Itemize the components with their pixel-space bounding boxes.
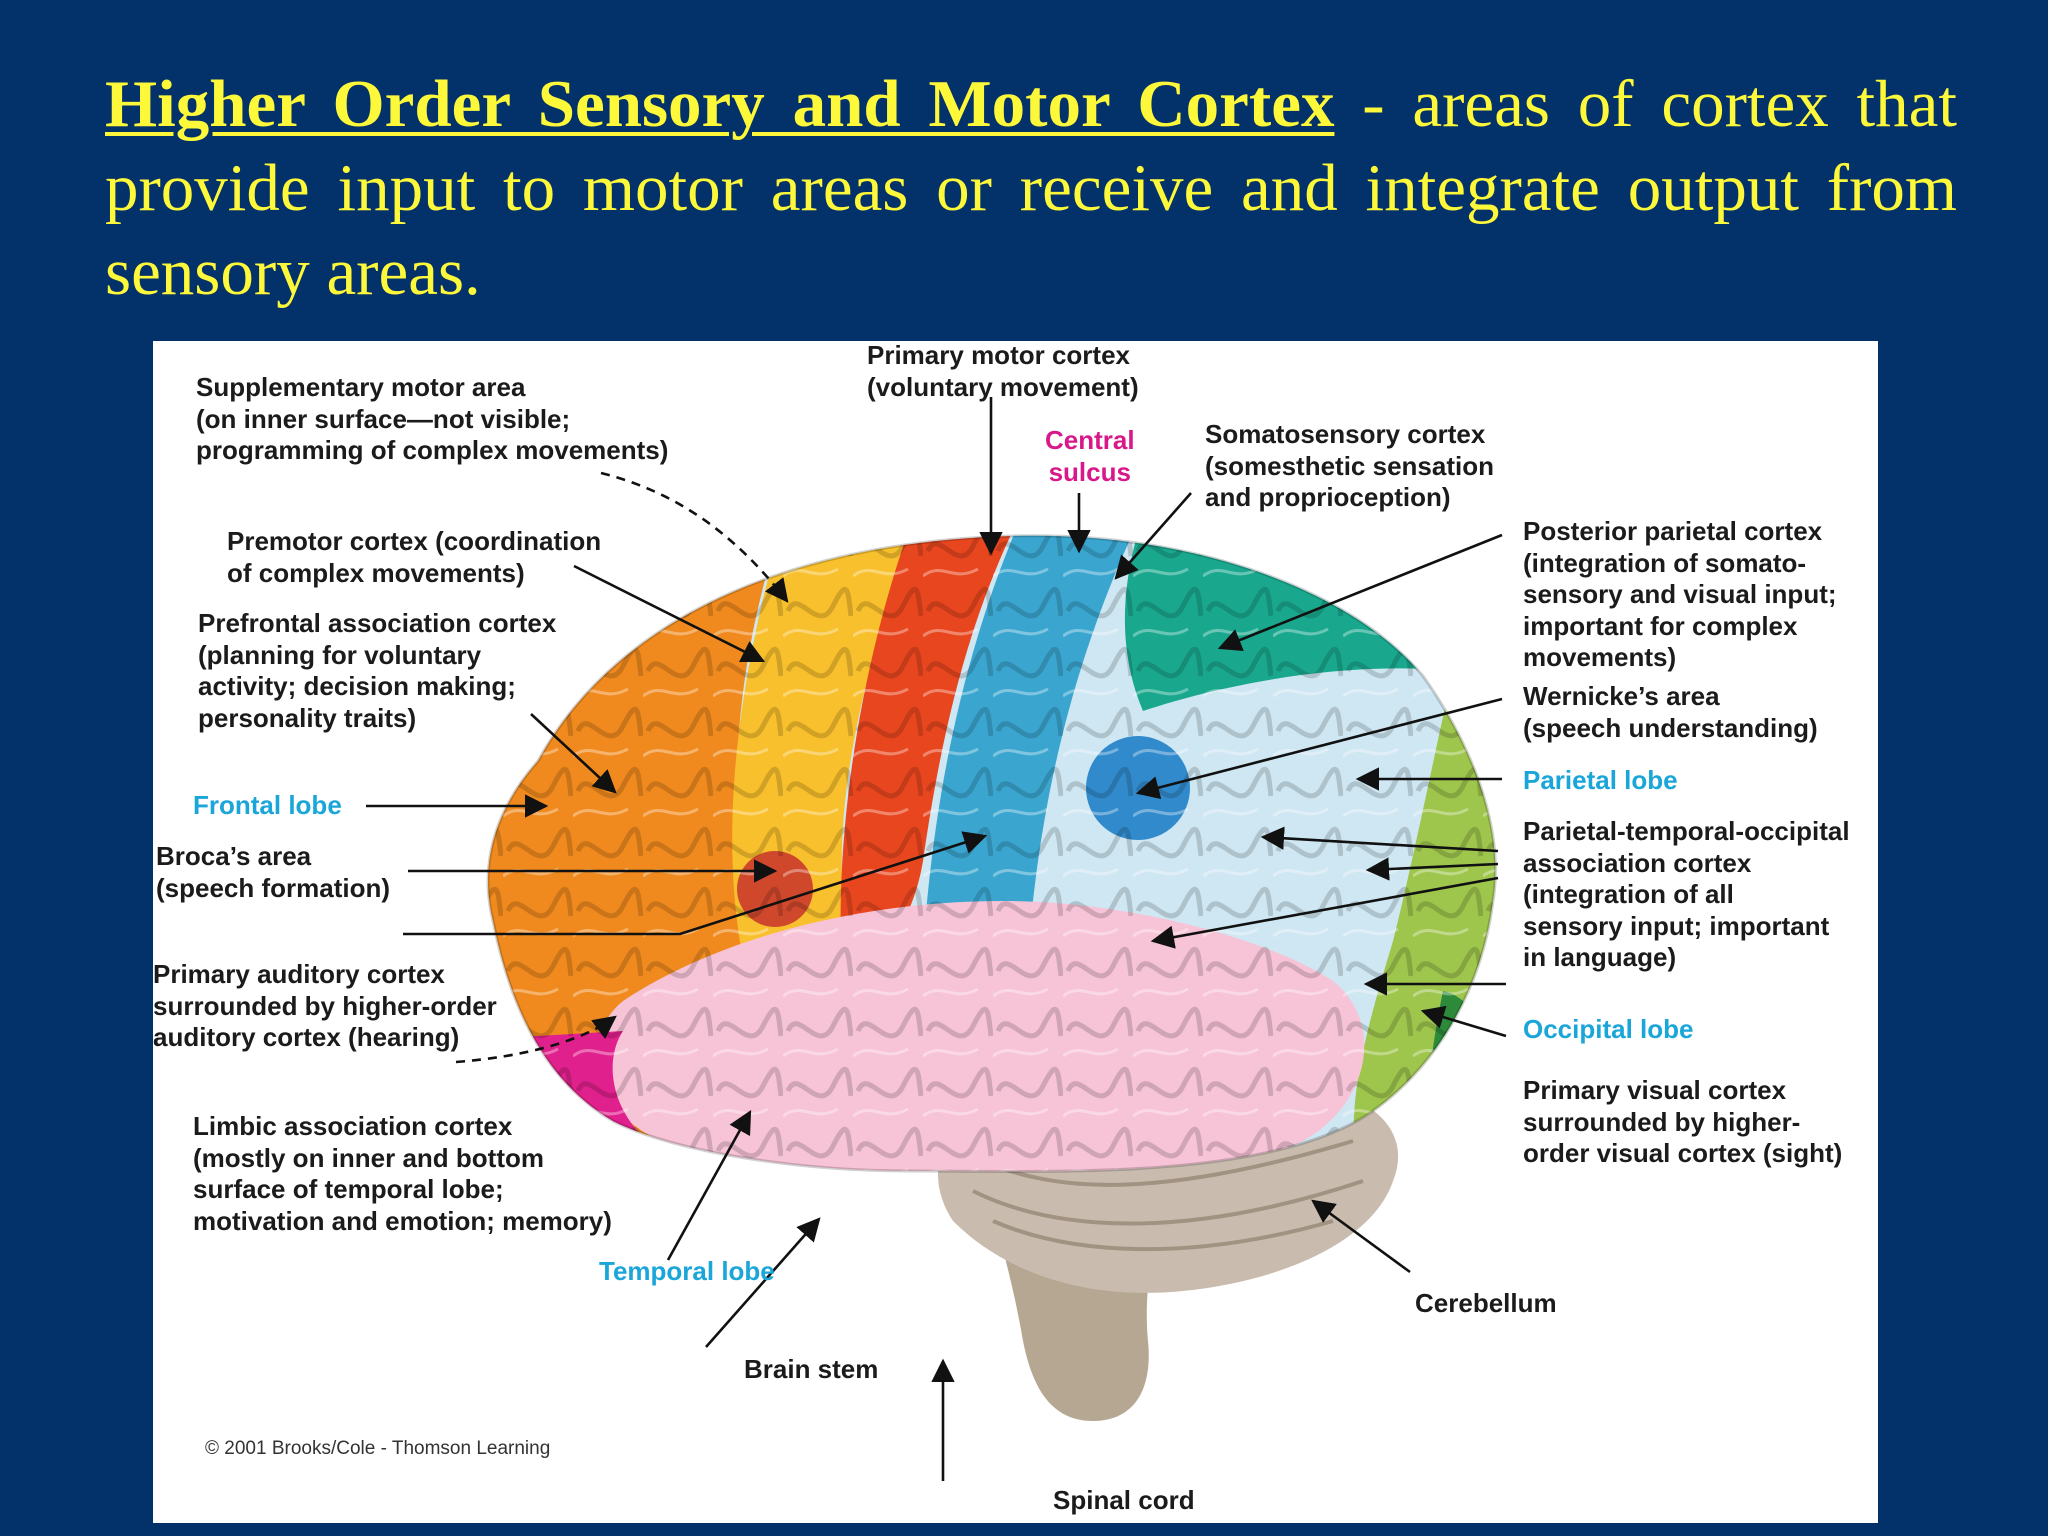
label-primary-visual-cortex: Primary visual cortex surrounded by high… [1523,1075,1843,1168]
label-frontal-lobe: Frontal lobe [193,790,342,820]
label-prefrontal-association-cortex: Prefrontal association cortex (planning … [198,608,557,733]
label-supplementary-motor-area: Supplementary motor area (on inner surfa… [196,372,669,465]
label-spinal-cord: Spinal cord [1053,1485,1195,1515]
label-temporal-lobe: Temporal lobe [599,1256,775,1286]
label-brocas-area: Broca’s area (speech formation) [156,841,391,903]
label-primary-auditory-cortex: Primary auditory cortex surrounded by hi… [153,959,497,1052]
slide-title: Higher Order Sensory and Motor Cortex - … [105,62,1957,314]
brain-illustration [366,397,1507,1481]
label-limbic-association-cortex: Limbic association cortex (mostly on inn… [193,1111,612,1236]
brain-diagram: Supplementary motor area (on inner surfa… [153,341,1878,1523]
label-parietal-lobe: Parietal lobe [1523,765,1678,795]
slide-title-definition: - areas of cortex that provide input to … [105,67,1958,309]
label-primary-motor-cortex: Primary motor cortex (voluntary movement… [867,341,1139,402]
leader-lines [366,397,1507,1481]
label-premotor-cortex: Premotor cortex (coordination of complex… [227,526,602,588]
label-somatosensory-cortex: Somatosensory cortex (somesthetic sensat… [1205,419,1494,512]
label-occipital-lobe: Occipital lobe [1523,1014,1694,1044]
label-wernickes-area: Wernicke’s area (speech understanding) [1523,681,1818,743]
slide-title-term: Higher Order Sensory and Motor Cortex [105,67,1335,141]
label-parietal-temporal-occipital-cortex: Parietal-temporal-occipital association … [1523,816,1850,972]
label-brain-stem: Brain stem [744,1354,879,1384]
copyright-credit: © 2001 Brooks/Cole - Thomson Learning [205,1438,551,1459]
label-central-sulcus: Central sulcus [1045,425,1135,487]
label-posterior-parietal-cortex: Posterior parietal cortex (integration o… [1523,516,1837,672]
label-cerebellum: Cerebellum [1415,1288,1557,1318]
